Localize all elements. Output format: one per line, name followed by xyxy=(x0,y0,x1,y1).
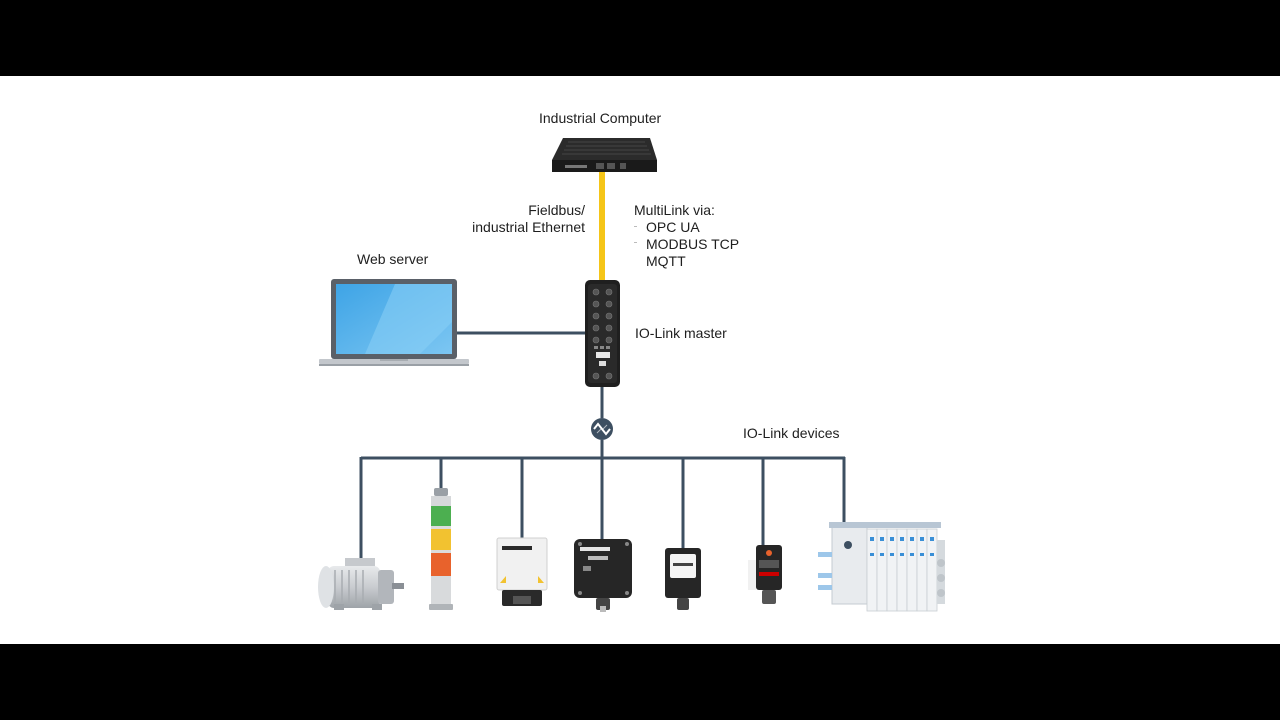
laptop-icon xyxy=(319,279,469,366)
distance-sensor-icon xyxy=(665,548,701,610)
stack-light-icon xyxy=(429,488,453,610)
io-link-devices-label: IO-Link devices xyxy=(743,425,840,441)
io-link-master-label: IO-Link master xyxy=(635,325,727,341)
motor-icon xyxy=(318,558,404,610)
industrial-computer-label: Industrial Computer xyxy=(539,110,662,126)
protocol-item: MODBUS TCP xyxy=(646,236,740,252)
web-server-label: Web server xyxy=(357,251,429,267)
fieldbus-label-line2: industrial Ethernet xyxy=(472,219,585,235)
fieldbus-cable xyxy=(599,172,605,284)
device-bus xyxy=(359,456,846,568)
photoelectric-sensor-icon xyxy=(748,545,782,604)
dbb-sensor-icon xyxy=(574,539,632,612)
protocol-item: MQTT xyxy=(646,253,686,269)
inductive-sensor-icon xyxy=(496,537,548,606)
multilink-title: MultiLink via: xyxy=(634,202,715,218)
io-link-master-icon xyxy=(585,280,620,387)
industrial-computer-icon xyxy=(552,138,657,172)
io-link-symbol-icon xyxy=(591,418,613,440)
fieldbus-label-line1: Fieldbus/ xyxy=(528,202,585,218)
protocol-bullets xyxy=(634,226,637,243)
valve-terminal-icon xyxy=(818,522,945,612)
protocol-item: OPC UA xyxy=(646,219,700,235)
